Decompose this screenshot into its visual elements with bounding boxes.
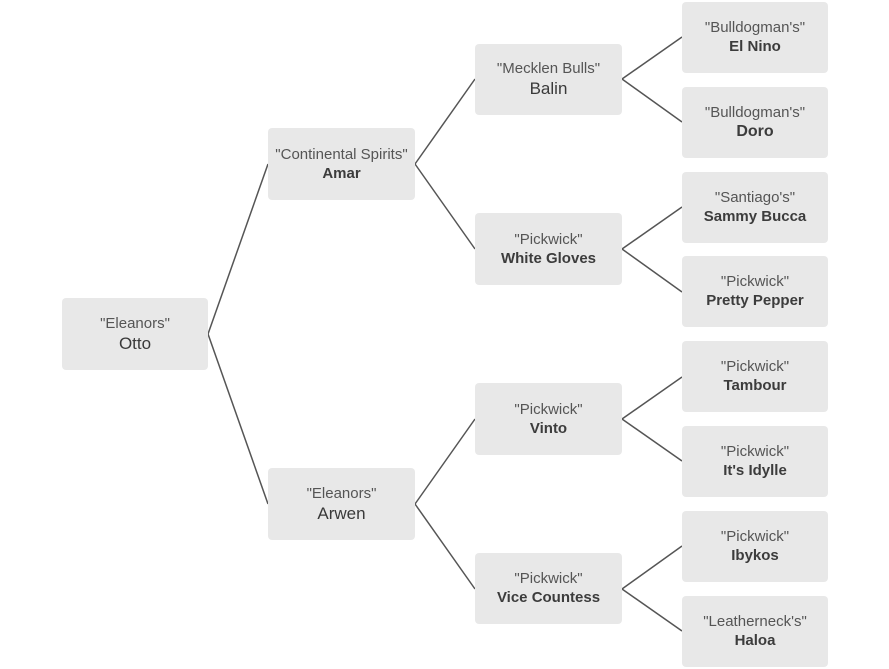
dog-name: Haloa <box>734 632 776 649</box>
node-otto: "Eleanors" Otto <box>62 298 208 370</box>
dog-name: Vice Countess <box>496 589 601 606</box>
kennel-label: "Pickwick" <box>514 230 583 248</box>
connector-root-sire <box>207 163 269 335</box>
node-pretty-pepper: "Pickwick" Pretty Pepper <box>682 256 828 327</box>
connector-dam-dam <box>414 503 476 590</box>
node-arwen: "Eleanors" Arwen <box>268 468 415 540</box>
kennel-label: "Bulldogman's" <box>704 104 806 121</box>
dog-name: It's Idylle <box>723 462 787 479</box>
kennel-label: "Bulldogman's" <box>704 19 806 36</box>
kennel-label: "Continental Spirits" <box>275 145 408 163</box>
connector-dam-sire <box>414 418 476 505</box>
node-its-idylle: "Pickwick" It's Idylle <box>682 426 828 497</box>
connector-ds-dam <box>621 418 683 462</box>
dog-name: Sammy Bucca <box>703 208 807 225</box>
dog-name: Otto <box>118 333 152 353</box>
kennel-label: "Pickwick" <box>720 273 790 290</box>
connector-sire-sire <box>414 78 476 165</box>
connector-ss-sire <box>621 36 683 80</box>
kennel-label: "Santiago's" <box>714 189 796 206</box>
dog-name: El Nino <box>729 38 781 55</box>
connector-sd-dam <box>621 248 683 293</box>
dog-name: Amar <box>322 164 361 182</box>
kennel-label: "Mecklen Bulls" <box>496 60 601 77</box>
dog-name: Vinto <box>529 419 568 437</box>
kennel-label: "Pickwick" <box>514 570 583 587</box>
dog-name: Doro <box>736 123 774 140</box>
node-ibykos: "Pickwick" Ibykos <box>682 511 828 582</box>
connector-sd-sire <box>621 206 683 250</box>
node-balin: "Mecklen Bulls" Balin <box>475 44 622 115</box>
connector-ds-sire <box>621 376 683 420</box>
kennel-label: "Leatherneck's" <box>703 613 807 630</box>
dog-name: Pretty Pepper <box>706 292 804 309</box>
dog-name: White Gloves <box>500 249 597 267</box>
connector-root-dam <box>207 333 269 505</box>
node-sammy-bucca: "Santiago's" Sammy Bucca <box>682 172 828 243</box>
node-vinto: "Pickwick" Vinto <box>475 383 622 455</box>
node-amar: "Continental Spirits" Amar <box>268 128 415 200</box>
node-el-nino: "Bulldogman's" El Nino <box>682 2 828 73</box>
node-tambour: "Pickwick" Tambour <box>682 341 828 412</box>
connector-ss-dam <box>621 78 683 123</box>
dog-name: Arwen <box>317 503 366 523</box>
connector-dd-sire <box>621 545 683 590</box>
kennel-label: "Pickwick" <box>720 528 790 545</box>
dog-name: Ibykos <box>731 547 779 564</box>
node-white-gloves: "Pickwick" White Gloves <box>475 213 622 285</box>
kennel-label: "Pickwick" <box>514 400 583 418</box>
dog-name: Tambour <box>723 377 787 394</box>
kennel-label: "Pickwick" <box>720 358 790 375</box>
node-vice-countess: "Pickwick" Vice Countess <box>475 553 622 624</box>
node-doro: "Bulldogman's" Doro <box>682 87 828 158</box>
kennel-label: "Eleanors" <box>306 484 377 502</box>
connector-dd-dam <box>621 588 683 632</box>
node-haloa: "Leatherneck's" Haloa <box>682 596 828 667</box>
kennel-label: "Pickwick" <box>720 443 790 460</box>
dog-name: Balin <box>529 79 568 98</box>
kennel-label: "Eleanors" <box>100 314 170 332</box>
connector-sire-dam <box>414 163 476 250</box>
